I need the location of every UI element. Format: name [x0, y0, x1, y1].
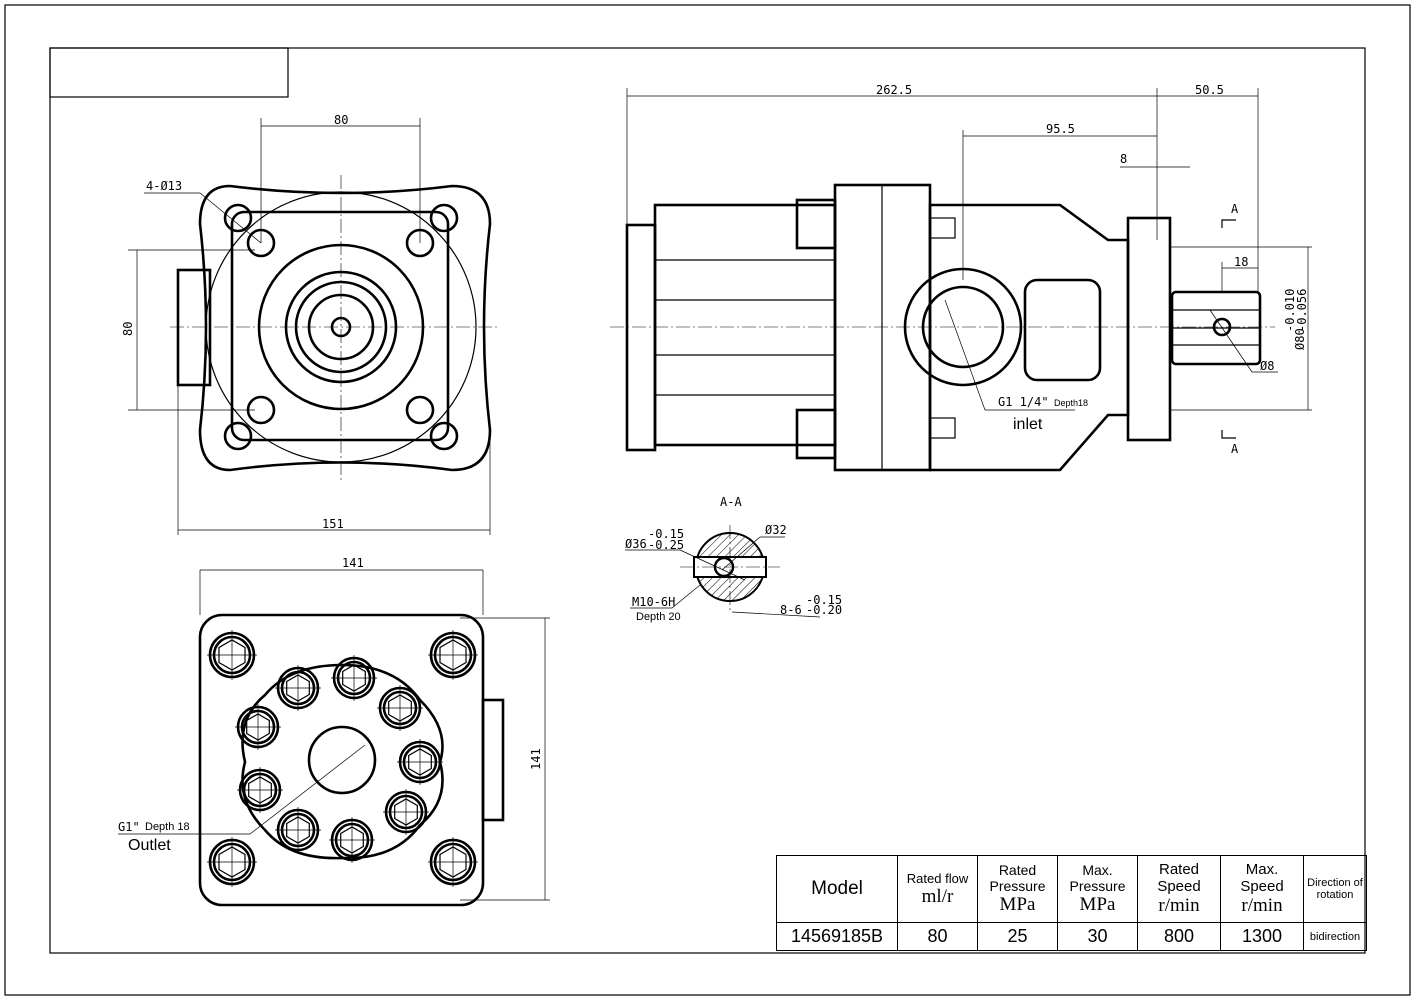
unit: MPa [1079, 894, 1116, 915]
hex-bolt-icon [331, 655, 377, 701]
section-mark-bottom: A [1231, 442, 1239, 456]
unit: ml/r [921, 885, 954, 907]
thread-label: M10-6H [632, 595, 675, 609]
label: Max. Pressure [1069, 862, 1126, 894]
dim-pin-8: Ø8 [1260, 359, 1274, 373]
hex-bolt-icon [329, 817, 375, 863]
front-view: 80 80 151 4-Ø13 [121, 113, 500, 535]
hex-bolt-icon [237, 767, 283, 813]
unit: MPa [999, 894, 1036, 915]
hole-callout: 4-Ø13 [146, 179, 182, 193]
side-view: 262.5 50.5 95.5 8 18 Ø80 -0.010 -0.056 Ø… [610, 83, 1312, 472]
hex-bolt-icon [275, 807, 321, 853]
bottom-view: 141 141 G1" Depth 18 Outlet [118, 556, 550, 907]
label: Max. Speed [1240, 861, 1284, 895]
outer-frame [4, 4, 1411, 996]
hex-bolt-icon [207, 837, 257, 887]
cell-rated-pressure: 25 [977, 922, 1058, 951]
cell-max-speed: 1300 [1220, 922, 1304, 951]
dim-pilot-80: Ø80 [1293, 328, 1307, 350]
dim-95-5: 95.5 [1046, 122, 1075, 136]
hex-bolt-icon [428, 837, 478, 887]
inlet-thread-label: G1 1/4" [998, 395, 1049, 409]
inlet-depth-label: Depth18 [1054, 398, 1088, 408]
cell-rated-speed: 800 [1137, 922, 1221, 951]
header-model: Model [776, 855, 898, 923]
spline-label: 8-6 [780, 603, 802, 617]
dim-141-right: 141 [529, 748, 543, 770]
hex-bolt-icon [207, 630, 257, 680]
outlet-depth-label: Depth 18 [145, 821, 190, 833]
dim-50-5: 50.5 [1195, 83, 1224, 97]
outlet-label: Outlet [128, 837, 171, 854]
dim-dia-36: Ø36 [625, 537, 647, 551]
section-a-a: A-A Ø36 -0.15 -0.25 Ø32 M10-6H Depth 20 … [625, 495, 842, 623]
dim-141-top: 141 [342, 556, 364, 570]
section-title: A-A [720, 495, 742, 509]
label: Rated Speed [1157, 861, 1201, 895]
hex-bolt-icon [383, 789, 429, 835]
pilot-tol-lower: -0.056 [1295, 289, 1309, 332]
drawing-border [49, 47, 1366, 954]
dia36-tol-lower: -0.25 [648, 538, 684, 552]
hex-bolt-icon [428, 630, 478, 680]
spline-tol-upper: -0.15 [806, 593, 842, 607]
dim-262-5: 262.5 [876, 83, 912, 97]
dia36-tol-upper: -0.15 [648, 527, 684, 541]
dim-dia-32: Ø32 [765, 523, 787, 537]
outlet-thread-label: G1" [118, 820, 140, 834]
dim-151: 151 [322, 517, 344, 531]
hex-bolt-icon [397, 739, 443, 785]
section-mark-top: A [1231, 202, 1239, 216]
spline-tol-lower: -0.20 [806, 603, 842, 617]
dim-80-left: 80 [121, 322, 135, 336]
hex-bolt-icon [377, 685, 423, 731]
pilot-tol-upper: -0.010 [1283, 289, 1297, 332]
unit: r/min [1158, 895, 1200, 916]
title-block [49, 47, 289, 98]
cell-direction: bidirection [1303, 922, 1367, 951]
header-direction: Direction of rotation [1303, 855, 1367, 923]
thread-depth-label: Depth 20 [636, 611, 681, 623]
cell-model: 14569185B [776, 922, 898, 951]
cell-max-pressure: 30 [1057, 922, 1138, 951]
unit: r/min [1241, 895, 1283, 916]
hex-bolt-icon [275, 665, 321, 711]
cell-rated-flow: 80 [897, 922, 978, 951]
dim-18: 18 [1234, 255, 1248, 269]
inlet-label: inlet [1013, 416, 1043, 433]
dim-80-top: 80 [334, 113, 348, 127]
hex-bolt-icon [235, 704, 281, 750]
label: Rated Pressure [989, 862, 1046, 894]
dim-8: 8 [1120, 152, 1127, 166]
label: Rated flow [906, 870, 969, 886]
